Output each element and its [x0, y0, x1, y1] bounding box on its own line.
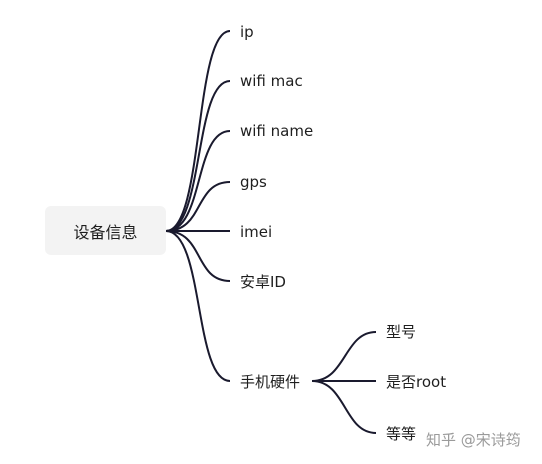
- edge-root-to-wifi-mac: [165, 80, 231, 232]
- branch-ip: ip: [240, 23, 254, 41]
- leaf-etc: 等等: [386, 425, 417, 443]
- branch-wifi-name: wifi name: [240, 122, 314, 140]
- leaf-is-root: 是否root: [386, 373, 447, 391]
- edge-root-to-ip: [165, 30, 231, 232]
- leaf-model: 型号: [386, 323, 417, 341]
- edge-root-to-gps: [165, 181, 231, 232]
- watermark: 知乎 @宋诗筠: [426, 431, 521, 449]
- edge-hardware-to-model: [311, 331, 377, 382]
- edge-root-to-wifi-name: [165, 130, 231, 232]
- branch-phone-hardware: 手机硬件: [240, 373, 301, 391]
- edge-hardware-to-etc: [311, 380, 377, 434]
- edge-root-to-phone-hardware: [165, 230, 231, 382]
- edge-root-to-android-id: [165, 230, 231, 282]
- root-node-device-info: 设备信息: [45, 206, 166, 255]
- branch-wifi-mac: wifi mac: [240, 72, 303, 90]
- branch-gps: gps: [240, 173, 267, 191]
- branch-android-id: 安卓ID: [240, 273, 286, 291]
- branch-imei: imei: [240, 223, 273, 241]
